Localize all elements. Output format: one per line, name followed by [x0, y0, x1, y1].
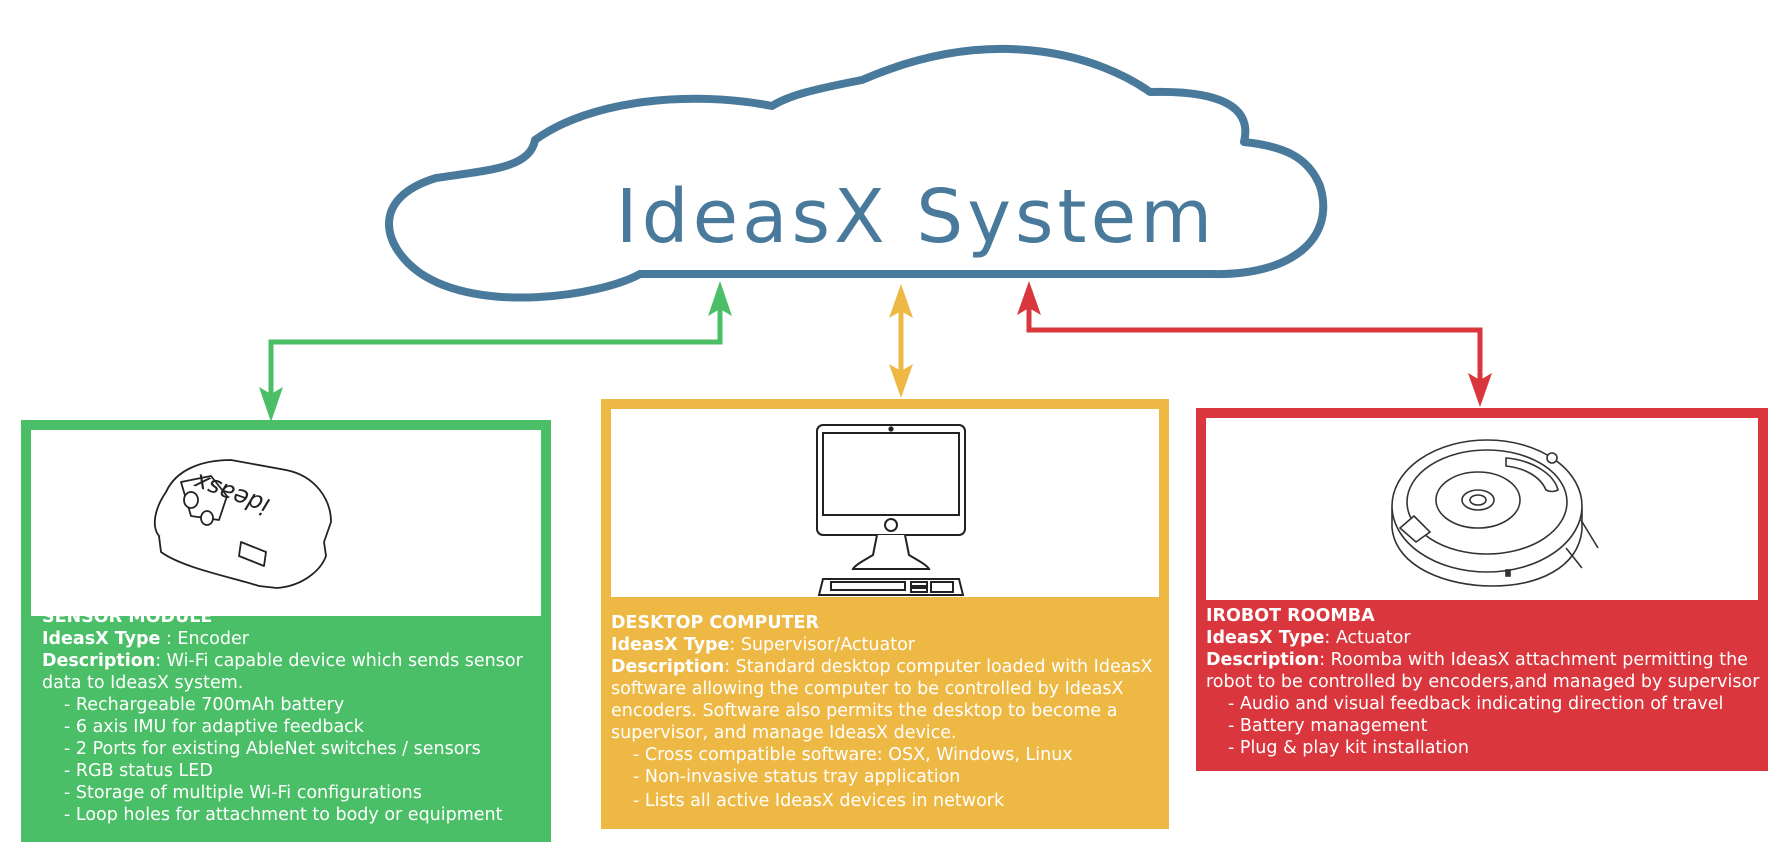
- roomba-description: Description: Roomba with IdeasX attachme…: [1206, 649, 1766, 693]
- desktop-desc-value: : Standard desktop computer loaded with …: [611, 657, 1153, 743]
- roomba-type-key: IdeasX Type: [1206, 628, 1325, 648]
- roomba-feature: Plug & play kit installation: [1228, 737, 1766, 759]
- sensor-link-arrowhead-up: [708, 281, 732, 316]
- desktop-description: Description: Standard desktop computer l…: [611, 656, 1159, 744]
- sensor-description: Description: Wi-Fi capable device which …: [42, 650, 542, 694]
- sensor-desc-value: : Wi-Fi capable device which sends senso…: [42, 651, 523, 693]
- desktop-text: DESKTOP COMPUTER IdeasX Type: Supervisor…: [611, 612, 1159, 812]
- roomba-type-value: : Actuator: [1324, 628, 1411, 648]
- desktop-link-arrowhead-up: [889, 284, 913, 318]
- sensor-title: SENSOR MODULE: [42, 607, 213, 627]
- sensor-type-value: : Encoder: [160, 629, 249, 649]
- sensor-device-icon: ideasx: [153, 459, 332, 589]
- desktop-image-panel: [611, 409, 1159, 597]
- roomba-text: IROBOT ROOMBA IdeasX Type: Actuator Desc…: [1206, 605, 1766, 759]
- desktop-type-key: IdeasX Type: [611, 635, 730, 655]
- roomba-feature-list: Audio and visual feedback indicating dir…: [1206, 693, 1766, 759]
- sensor-link-arrowhead-down: [259, 387, 283, 422]
- desktop-type: IdeasX Type: Supervisor/Actuator: [611, 634, 1159, 656]
- sensor-feature: Rechargeable 700mAh battery: [64, 694, 542, 716]
- roomba-image-panel: [1206, 418, 1758, 600]
- sensor-feature: 6 axis IMU for adaptive feedback: [64, 716, 542, 738]
- roomba-desc-value: : Roomba with IdeasX attachment permitti…: [1206, 650, 1760, 692]
- desktop-feature-list: Cross compatible software: OSX, Windows,…: [611, 744, 1159, 812]
- desktop-link-arrowhead-down: [889, 364, 913, 398]
- sensor-desc-key: Description: [42, 651, 156, 671]
- desktop-desc-key: Description: [611, 657, 725, 677]
- desktop-feature: Cross compatible software: OSX, Windows,…: [633, 744, 1159, 766]
- roomba-feature: Audio and visual feedback indicating dir…: [1228, 693, 1766, 715]
- roomba-feature: Battery management: [1228, 715, 1766, 737]
- sensor-type: IdeasX Type : Encoder: [42, 628, 542, 650]
- sensor-link-line: [268, 300, 723, 406]
- roomba-desc-key: Description: [1206, 650, 1320, 670]
- sensor-feature: 2 Ports for existing AbleNet switches / …: [64, 738, 542, 760]
- sensor-module-card: ideasx SENSOR MODULE IdeasX Type : Encod…: [21, 420, 551, 842]
- roomba-robot-icon: [1391, 439, 1599, 587]
- roomba-link-arrowhead-down: [1468, 373, 1492, 407]
- sensor-feature: RGB status LED: [64, 760, 542, 782]
- desktop-computer-icon: [816, 424, 966, 596]
- roomba-type: IdeasX Type: Actuator: [1206, 627, 1766, 649]
- roomba-link-arrowhead-up: [1017, 281, 1041, 315]
- sensor-feature: Storage of multiple Wi-Fi configurations: [64, 782, 542, 804]
- sensor-type-key: IdeasX Type: [42, 629, 161, 649]
- desktop-computer-card: DESKTOP COMPUTER IdeasX Type: Supervisor…: [601, 399, 1169, 829]
- cloud-shape: [385, 45, 1328, 302]
- desktop-feature: Lists all active IdeasX devices in netwo…: [633, 790, 1159, 812]
- cloud-title: IdeasX System: [616, 174, 1216, 260]
- sensor-text: SENSOR MODULE IdeasX Type : Encoder Desc…: [42, 606, 542, 826]
- sensor-feature: Loop holes for attachment to body or equ…: [64, 804, 542, 826]
- roomba-title: IROBOT ROOMBA: [1206, 606, 1375, 626]
- roomba-link-line: [1026, 298, 1483, 390]
- sensor-feature-list: Rechargeable 700mAh battery 6 axis IMU f…: [42, 694, 542, 826]
- irobot-roomba-card: IROBOT ROOMBA IdeasX Type: Actuator Desc…: [1196, 408, 1768, 771]
- sensor-image-panel: ideasx: [31, 430, 541, 616]
- desktop-feature: Non-invasive status tray application: [633, 766, 1159, 788]
- desktop-title: DESKTOP COMPUTER: [611, 613, 819, 633]
- desktop-type-value: : Supervisor/Actuator: [729, 635, 915, 655]
